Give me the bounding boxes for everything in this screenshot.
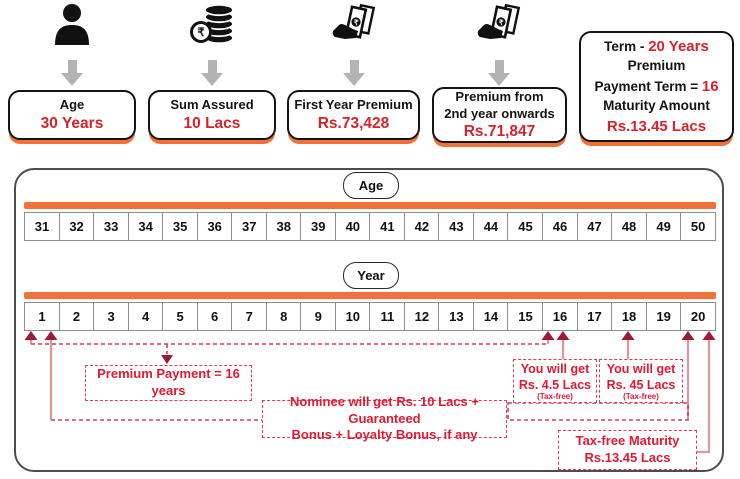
card-value: Rs.71,847: [463, 122, 536, 140]
down-arrow-icon: [61, 60, 83, 86]
svg-text:₹: ₹: [197, 27, 205, 39]
card-label: 2nd year onwards: [444, 105, 555, 121]
nominee-benefit-line2: Bonus + Loyalty Bonus, if any: [291, 427, 478, 443]
year-cell: 6: [196, 302, 233, 331]
year-cell: 16: [541, 302, 578, 331]
card-label: Sum Assured: [170, 97, 254, 113]
age-cell: 45: [507, 212, 544, 241]
summary-card-sum-assured: Sum Assured 10 Lacs: [148, 90, 276, 140]
year-cell: 2: [58, 302, 95, 331]
maturity-amount-value: Rs.13.45 Lacs: [606, 117, 707, 135]
age-cell: 44: [472, 212, 509, 241]
maturity-note: Tax-free Maturity Rs.13.45 Lacs: [558, 430, 697, 470]
term-line: Term - 20 Years: [604, 36, 709, 57]
card-value: 30 Years: [40, 114, 104, 132]
age-cell: 41: [369, 212, 406, 241]
down-arrow-icon: [201, 60, 223, 86]
year-cell: 5: [162, 302, 199, 331]
year-cell: 8: [265, 302, 302, 331]
year-cell: 4: [127, 302, 164, 331]
summary-card-age: Age 30 Years: [8, 90, 136, 140]
card-value: 10 Lacs: [183, 114, 241, 132]
year-axis-label: Year: [343, 262, 399, 289]
year-cell: 1: [24, 302, 61, 331]
age-cell: 33: [93, 212, 130, 241]
age-cell: 48: [611, 212, 648, 241]
year-cell: 7: [231, 302, 268, 331]
rupee-coins-icon: ₹: [190, 3, 234, 45]
year-cell: 17: [576, 302, 613, 331]
year-cell: 12: [403, 302, 440, 331]
year-cell: 9: [300, 302, 337, 331]
age-cell: 37: [231, 212, 268, 241]
benefit-line1: You will get: [520, 361, 590, 376]
payment-term-label: Payment Term =: [594, 79, 699, 94]
down-arrow-icon: [343, 60, 365, 86]
card-label: First Year Premium: [294, 97, 413, 113]
benefit-line1: You will get: [606, 361, 676, 376]
age-cell: 38: [265, 212, 302, 241]
year-cell: 10: [334, 302, 371, 331]
age-cell: 43: [438, 212, 475, 241]
benefit-line2: Rs. 45 Lacs: [606, 378, 676, 392]
year-rail: [24, 292, 716, 299]
payment-term-line: Payment Term = 16: [594, 76, 718, 97]
age-cell: 50: [680, 212, 717, 241]
year18-benefit-note: You will get Rs. 45 Lacs (Tax-free): [599, 359, 683, 403]
svg-text:₹: ₹: [353, 18, 360, 27]
year-cell: 14: [472, 302, 509, 331]
year-cell: 3: [93, 302, 130, 331]
tax-free-label: (Tax-free): [537, 392, 573, 402]
summary-card-renewal-premium: Premium from 2nd year onwards Rs.71,847: [432, 87, 567, 143]
nominee-benefit-line1: Nominee will get Rs. 10 Lacs + Guarantee…: [290, 393, 479, 426]
benefit-line2: Rs. 4.5 Lacs: [518, 378, 592, 392]
term-label: Term -: [604, 39, 645, 55]
age-cell: 34: [127, 212, 164, 241]
person-icon: [55, 4, 89, 45]
maturity-line1: Tax-free Maturity: [575, 433, 680, 449]
payment-term-value: 16: [701, 78, 719, 95]
age-rail: [24, 202, 716, 209]
age-cell: 42: [403, 212, 440, 241]
year-cell: 13: [438, 302, 475, 331]
age-cell: 46: [541, 212, 578, 241]
premium-label: Premium: [627, 58, 686, 74]
age-cell: 49: [645, 212, 682, 241]
card-value: Rs.73,428: [317, 114, 390, 132]
year-cell: 19: [645, 302, 682, 331]
maturity-line2: Rs.13.45 Lacs: [584, 450, 671, 465]
premium-payment-note: Premium Payment = 16 years: [85, 365, 252, 401]
year-cell: 11: [369, 302, 406, 331]
year-cell: 18: [611, 302, 648, 331]
svg-text:₹: ₹: [498, 18, 505, 27]
age-axis-label: Age: [343, 172, 399, 199]
maturity-amount-label: Maturity Amount: [603, 98, 710, 113]
tax-free-label: (Tax-free): [623, 392, 659, 402]
nominee-benefit-note: Nominee will get Rs. 10 Lacs + Guarantee…: [262, 394, 507, 442]
year16-benefit-note: You will get Rs. 4.5 Lacs (Tax-free): [513, 359, 597, 403]
card-label: Age: [59, 97, 85, 113]
money-hand-icon: ₹: [332, 3, 376, 39]
card-label: Premium from: [455, 89, 544, 105]
summary-card-first-year-premium: First Year Premium Rs.73,428: [287, 90, 420, 140]
money-hand-icon: ₹: [477, 3, 521, 39]
age-cell: 47: [576, 212, 613, 241]
age-cell: 35: [162, 212, 199, 241]
down-arrow-icon: [488, 60, 510, 86]
age-cell: 40: [334, 212, 371, 241]
term-value: 20 Years: [648, 38, 709, 56]
age-cell: 39: [300, 212, 337, 241]
age-cell: 32: [58, 212, 95, 241]
age-cell: 31: [24, 212, 61, 241]
term-maturity-card: Term - 20 Years Premium Payment Term = 1…: [579, 31, 734, 142]
year-cell: 20: [680, 302, 717, 331]
age-cell: 36: [196, 212, 233, 241]
premium-payment-text: Premium Payment = 16 years: [97, 366, 240, 398]
year-cell: 15: [507, 302, 544, 331]
